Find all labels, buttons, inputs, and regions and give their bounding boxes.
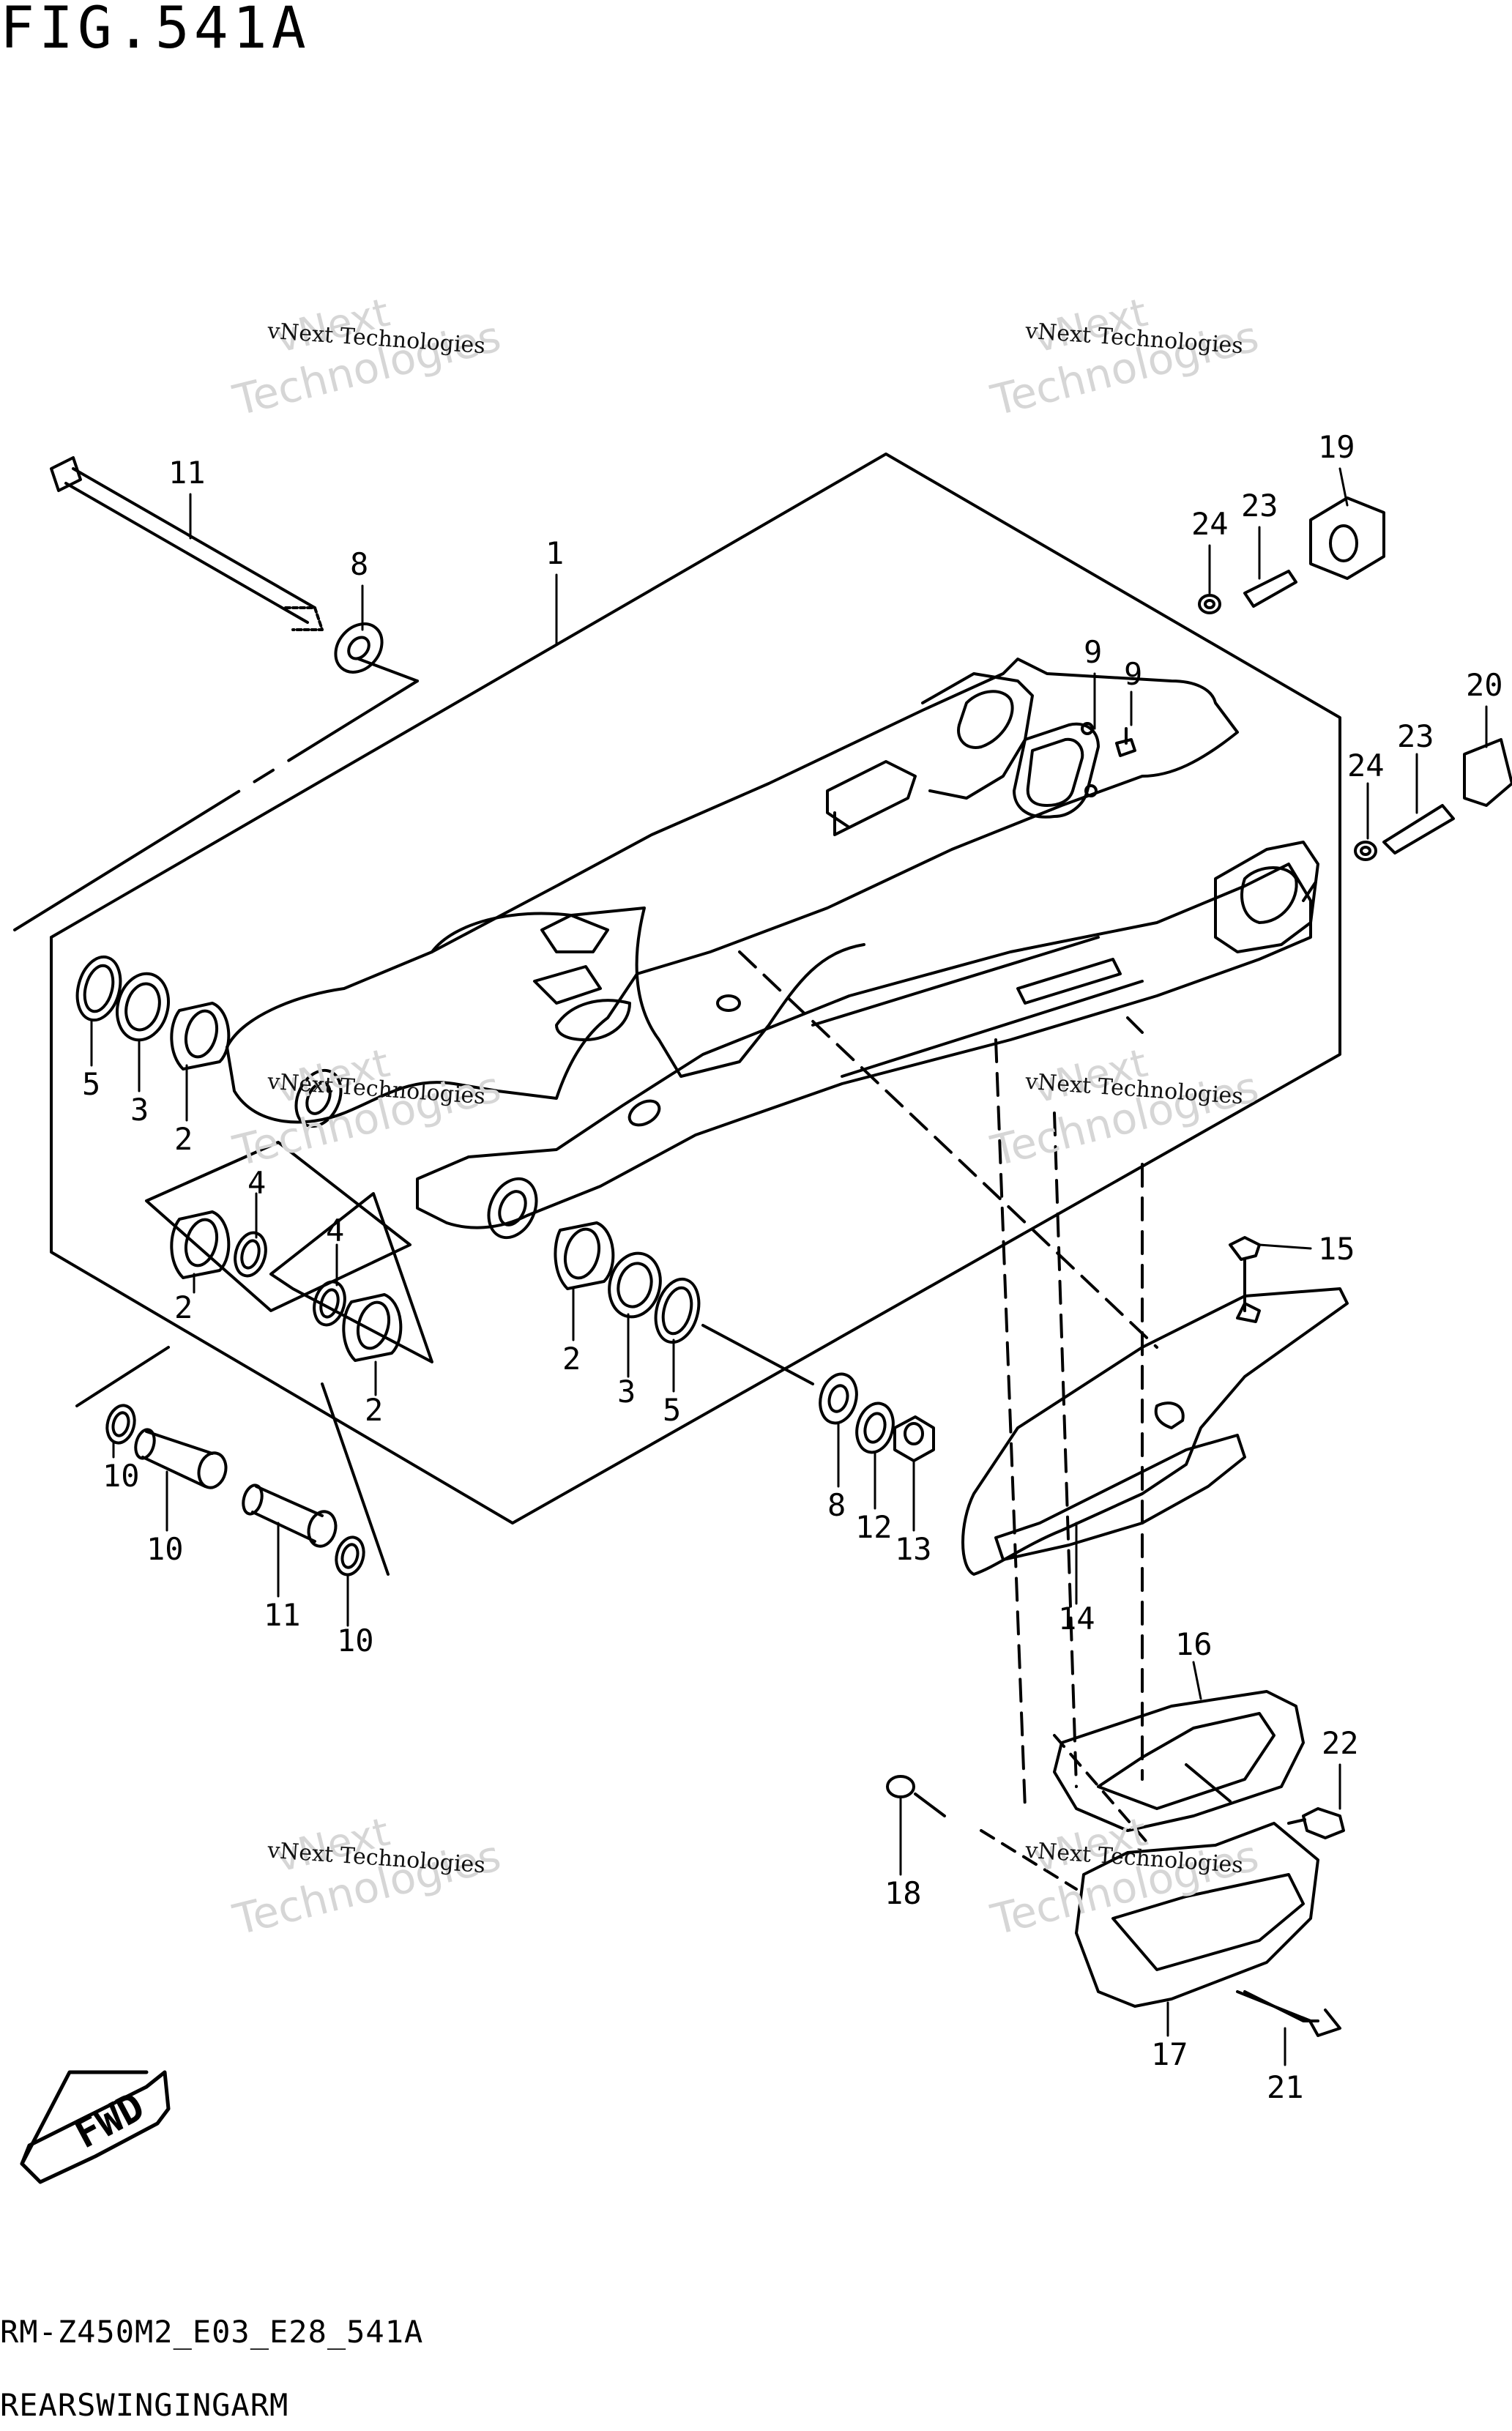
callout-7: 9 — [1084, 634, 1102, 670]
fwd-arrow-badge: FWD — [20, 2070, 171, 2184]
chain-guide-group — [961, 1236, 1349, 1576]
callout-10-right: 11 — [264, 1597, 301, 1633]
callout-16: 16 — [1175, 1626, 1213, 1662]
right-bearing-stack — [554, 1221, 935, 1462]
left-bearing-stack — [75, 955, 231, 1071]
callout-4-center: 4 — [326, 1213, 344, 1248]
callout-labels: 11 8 1 9 9 19 23 24 20 23 24 5 3 2 4 2 4… — [82, 429, 1503, 2105]
chain-guide-plates-group — [886, 1690, 1345, 2037]
chain-adjuster-group — [1198, 496, 1512, 861]
collar-group — [75, 1346, 390, 1576]
callout-23-top: 23 — [1241, 488, 1278, 524]
callout-2-right: 2 — [562, 1341, 581, 1377]
callout-21: 19 — [1318, 429, 1355, 465]
callout-8-bottom: 8 — [827, 1487, 846, 1523]
callout-4-left: 4 — [247, 1165, 266, 1201]
callout-24-bottom: 24 — [1347, 748, 1385, 783]
fwd-label: FWD — [67, 2083, 152, 2157]
callout-23-bottom: 23 — [1397, 718, 1434, 754]
callout-6: 9 — [1124, 656, 1142, 692]
callout-22: 20 — [1466, 667, 1503, 703]
callout-18: 21 — [1267, 2069, 1304, 2105]
callout-2-upper: 2 — [174, 1121, 193, 1157]
callout-13: 13 — [895, 1531, 932, 1567]
pivot-bolt-part — [50, 456, 419, 682]
callout-9-left: 10 — [103, 1458, 140, 1494]
callout-5-right: 5 — [663, 1392, 681, 1428]
callout-3-left: 3 — [130, 1092, 149, 1128]
assembly-frame — [13, 453, 1341, 1525]
callout-19: 22 — [1322, 1725, 1359, 1761]
callout-8-top: 8 — [350, 546, 368, 582]
callout-15: 15 — [1318, 1231, 1355, 1267]
callout-20: 18 — [885, 1875, 922, 1911]
leader-lines — [90, 467, 1488, 2066]
callout-12: 12 — [855, 1509, 893, 1545]
callout-9-right: 10 — [337, 1623, 374, 1658]
callout-14: 14 — [1058, 1601, 1095, 1637]
callout-10-left: 10 — [146, 1531, 184, 1567]
swingarm-body — [226, 658, 1319, 1240]
figure-title: FIG.541A — [0, 0, 310, 62]
adjuster-plate-group — [1013, 722, 1136, 819]
callout-2-lower-center: 2 — [365, 1392, 383, 1428]
assembly-name: REARSWINGINGARM — [0, 2387, 289, 2423]
callout-1: 1 — [545, 535, 564, 571]
callout-17: 17 — [1151, 2036, 1188, 2072]
alignment-lines — [738, 877, 1319, 1810]
callout-2-lower-left: 2 — [174, 1289, 193, 1325]
model-code: RM-Z450M2_E03_E28_541A — [0, 2314, 424, 2350]
callout-3-right: 3 — [617, 1374, 636, 1410]
lower-bearing-group — [145, 1141, 433, 1363]
callout-11: 11 — [168, 455, 206, 491]
callout-5-left: 5 — [82, 1066, 100, 1102]
callout-24-top: 24 — [1191, 506, 1229, 542]
